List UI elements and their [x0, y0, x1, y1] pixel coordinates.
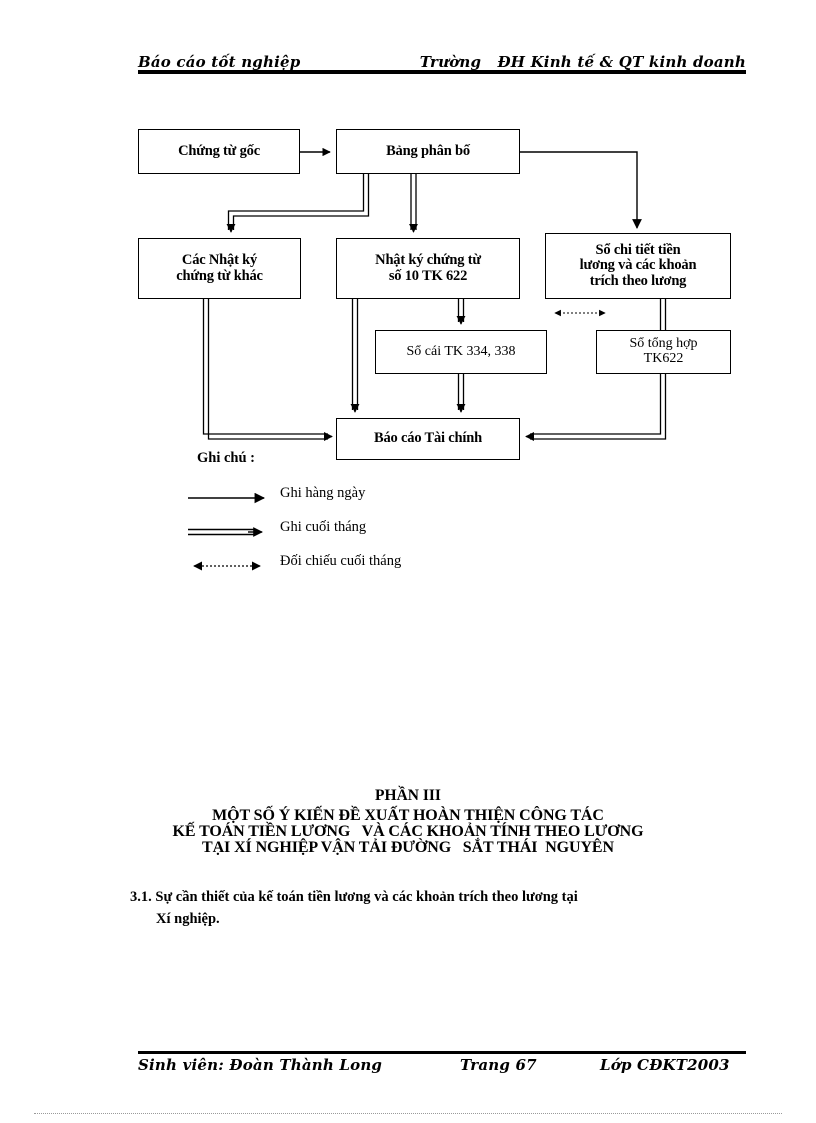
part-heading-line-2: KẾ TOÁN TIỀN LƯƠNG VÀ CÁC KHOẢN TÍNH THE… [172, 822, 644, 840]
part-heading: PHẦN III MỘT SỐ Ý KIẾN ĐỀ XUẤT HOÀN THIỆ… [108, 788, 708, 856]
diagram-connectors [202, 147, 667, 442]
accounting-flow-diagram: Chứng từ gốc Bảng phân bố Các Nhật ký ch… [138, 129, 731, 587]
footer-rule [138, 1051, 746, 1054]
section-3-1-line-2: Xí nghiệp. [156, 911, 220, 928]
page-bottom-dotted-rule [34, 1113, 782, 1114]
node-so-chi-tiet-tien-luong-label: Sổ chi tiết tiền lương và các khoản tríc… [579, 242, 697, 289]
node-so-chi-tiet-tien-luong: Sổ chi tiết tiền lương và các khoản tríc… [545, 233, 731, 299]
header-left-text: Báo cáo tốt nghiệp [138, 53, 301, 71]
footer-student-name: Sinh viên: Đoàn Thành Long [138, 1056, 383, 1074]
node-chung-tu-goc: Chứng từ gốc [138, 129, 300, 174]
node-nhat-ky-chung-tu-so-10: Nhật ký chứng từ số 10 TK 622 [336, 238, 520, 299]
edge-bangphanbo-to-sochitiet [520, 151, 642, 229]
edge-bangphanbo-to-nhatkychungtu [408, 174, 419, 233]
node-so-tong-hop-tk622: Sổ tổng hợp TK622 [596, 330, 731, 374]
double-line-arrow-icon [188, 526, 272, 538]
section-3-1-line-1: 3.1. Sự cần thiết của kế toán tiền lương… [130, 889, 578, 905]
edge-nhatkykhac-to-baocao [202, 299, 333, 442]
page-footer: Sinh viên: Đoàn Thành Long Trang 67 Lớp … [138, 1058, 746, 1082]
edge-sotonghop-to-baocao [525, 374, 667, 442]
footer-class-name: Lớp CĐKT2003 [600, 1056, 730, 1074]
diagram-legend: Ghi hàng ngày Ghi cuối tháng Đối chiếu c… [188, 485, 518, 587]
section-3-1: 3.1. Sự cần thiết của kế toán tiền lương… [130, 886, 742, 931]
node-so-cai-tk-334-338-label: Sổ cái TK 334, 338 [406, 343, 516, 359]
single-arrow-icon [188, 492, 272, 504]
edge-socai-to-baocao [456, 374, 466, 413]
legend-item-monthly: Ghi cuối tháng [188, 519, 518, 553]
header-rule [138, 70, 746, 74]
part-heading-line-1: MỘT SỐ Ý KIẾN ĐỀ XUẤT HOÀN THIỆN CÔNG TÁ… [212, 806, 604, 824]
legend-item-monthly-label: Ghi cuối tháng [280, 519, 367, 535]
edge-sochitiet-to-sotonghop [659, 299, 667, 330]
legend-item-daily: Ghi hàng ngày [188, 485, 518, 519]
node-so-tong-hop-tk622-label: Sổ tổng hợp TK622 [629, 336, 698, 366]
legend-title: Ghi chú : [197, 450, 256, 466]
part-heading-title: PHẦN III [375, 787, 441, 804]
node-bao-cao-tai-chinh: Báo cáo Tài chính [336, 418, 520, 460]
node-bang-phan-bo-label: Bảng phân bố [386, 142, 470, 159]
legend-item-reconcile: Đối chiếu cuối tháng [188, 553, 518, 587]
legend-item-reconcile-label: Đối chiếu cuối tháng [280, 553, 402, 569]
node-chung-tu-goc-label: Chứng từ gốc [178, 142, 260, 159]
page-header: Báo cáo tốt nghiệp Trường ĐH Kinh tế & Q… [138, 44, 746, 70]
footer-page-number: Trang 67 [460, 1056, 537, 1074]
part-heading-line-3: TẠI XÍ NGHIỆP VẬN TẢI ĐƯỜNG SẮT THÁI NGU… [202, 839, 614, 857]
legend-item-daily-label: Ghi hàng ngày [280, 485, 366, 501]
node-bang-phan-bo: Bảng phân bố [336, 129, 520, 174]
node-cac-nhat-ky-chung-tu-khac: Các Nhật ký chứng từ khác [138, 238, 301, 299]
edge-nhatkychungtu-to-socai [456, 299, 466, 325]
node-bao-cao-tai-chinh-label: Báo cáo Tài chính [374, 430, 482, 447]
node-cac-nhat-ky-chung-tu-khac-label: Các Nhật ký chứng từ khác [176, 252, 263, 284]
edge-nhatkychungtu-to-baocao [350, 299, 360, 413]
dotted-double-headed-arrow-icon [188, 560, 272, 572]
node-so-cai-tk-334-338: Sổ cái TK 334, 338 [375, 330, 547, 374]
header-right-text: Trường ĐH Kinh tế & QT kinh doanh [419, 53, 746, 71]
node-nhat-ky-chung-tu-so-10-label: Nhật ký chứng từ số 10 TK 622 [375, 252, 481, 284]
edge-bangphanbo-to-nhatkykhac [226, 174, 370, 233]
